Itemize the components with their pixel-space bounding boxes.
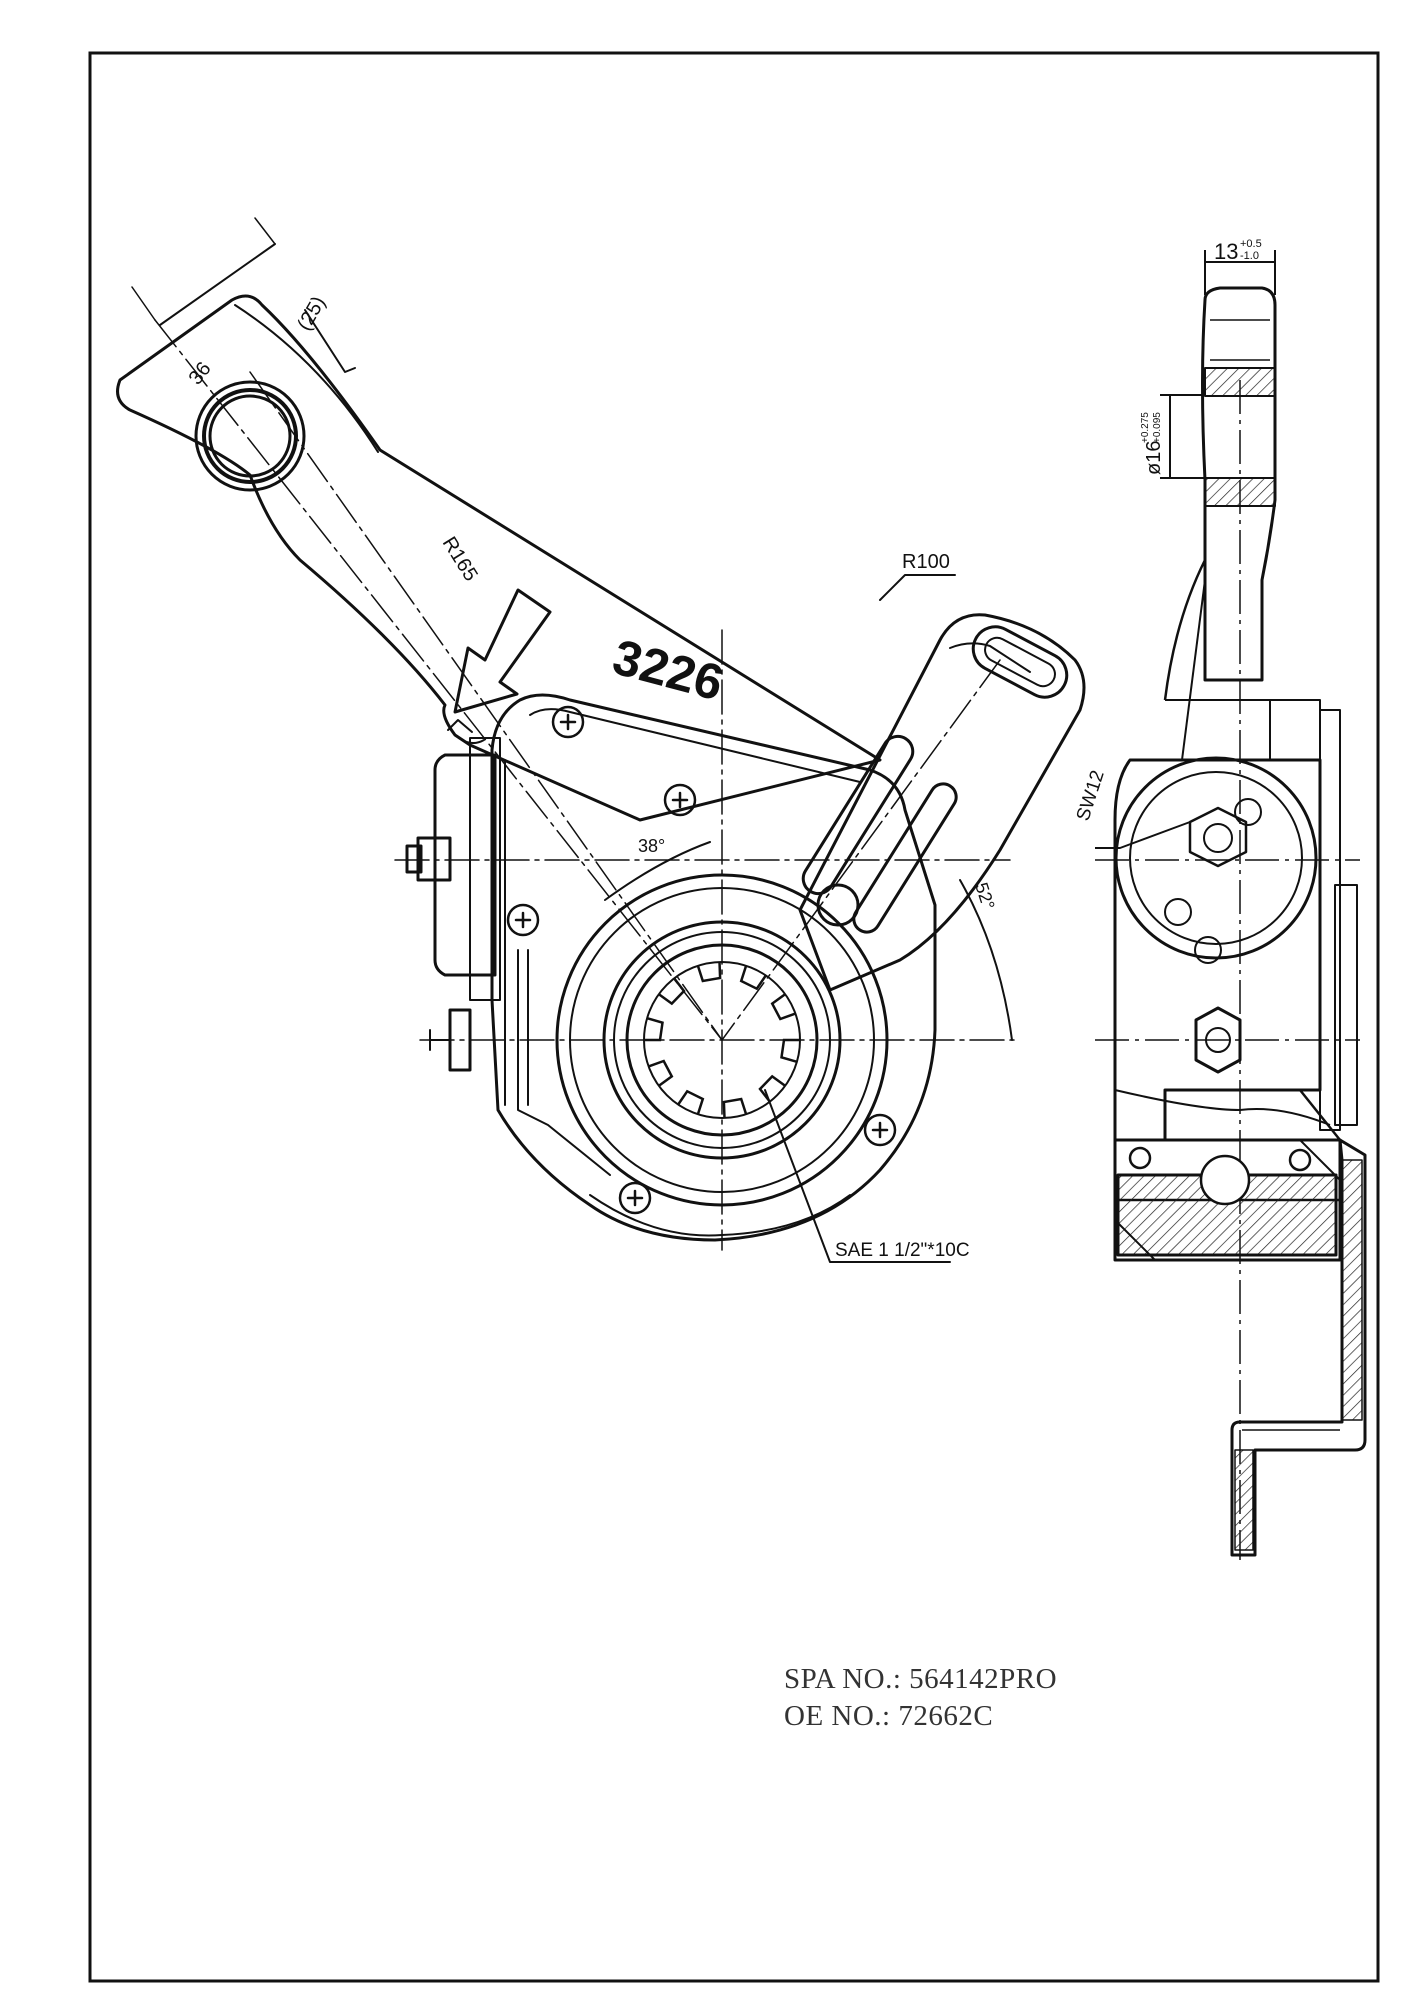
housing-body <box>490 693 937 1242</box>
r100-leader <box>879 574 956 601</box>
bore-tol-upper: +0.275 <box>1140 412 1151 443</box>
oe-number-line: OE NO.: 72662C <box>784 1700 993 1733</box>
oe-value: 72662C <box>898 1700 994 1732</box>
housing-screws <box>506 705 897 1215</box>
angle-right-label: 52° <box>971 880 998 912</box>
angle-left-label: 38° <box>638 836 665 856</box>
spa-number-line: SPA NO.: 564142PRO <box>784 1663 1057 1696</box>
gear-ring <box>555 873 889 1237</box>
spline-tooth-outline <box>644 961 800 1119</box>
thickness-tol-upper: +0.5 <box>1240 238 1262 250</box>
adjuster-link <box>798 613 1086 992</box>
oe-label: OE NO.: <box>784 1700 891 1732</box>
angle-52-arc <box>959 879 1013 1041</box>
worm-housing <box>405 737 501 1072</box>
rotation-arrow <box>453 588 552 714</box>
bore-dimension <box>1160 394 1205 479</box>
lever-eye <box>194 380 306 492</box>
angle-38-arc <box>604 841 711 901</box>
spline-label: SAE 1 1/2"*10C <box>835 1240 970 1261</box>
thickness-tol-lower: -1.0 <box>1240 250 1259 262</box>
spa-label: SPA NO.: <box>784 1663 902 1695</box>
front-view <box>116 217 1086 1263</box>
spa-value: 564142PRO <box>909 1663 1058 1695</box>
drawing-frame <box>88 51 1380 1983</box>
part-marking: 3226 <box>607 629 729 712</box>
bore-label: ø16 <box>1143 441 1165 475</box>
wrench-size-label: SW12 <box>1073 768 1109 824</box>
side-grease-nipple <box>1194 1006 1242 1074</box>
spline-teeth <box>644 961 800 1119</box>
bore-tol-lower: +0.095 <box>1152 412 1163 443</box>
bracket-dimension-label: (25) <box>293 293 330 335</box>
eye-dimension <box>159 243 276 326</box>
radius-long-label: R165 <box>438 533 482 585</box>
thickness-label: 13 <box>1214 239 1238 264</box>
sw12-leader <box>1095 821 1191 849</box>
spline-leader <box>764 1089 951 1263</box>
thickness-dimension <box>1204 250 1276 295</box>
lever-arm <box>116 294 882 822</box>
side-arm-section-bottom <box>1204 477 1276 507</box>
side-arm-section-top <box>1204 367 1276 397</box>
side-view <box>1095 250 1367 1560</box>
side-hub <box>1114 756 1318 964</box>
side-housing <box>1113 758 1322 1142</box>
bracket-dimension <box>304 309 356 373</box>
radius-short-label: R100 <box>902 551 950 573</box>
side-bracket <box>1230 1138 1367 1557</box>
